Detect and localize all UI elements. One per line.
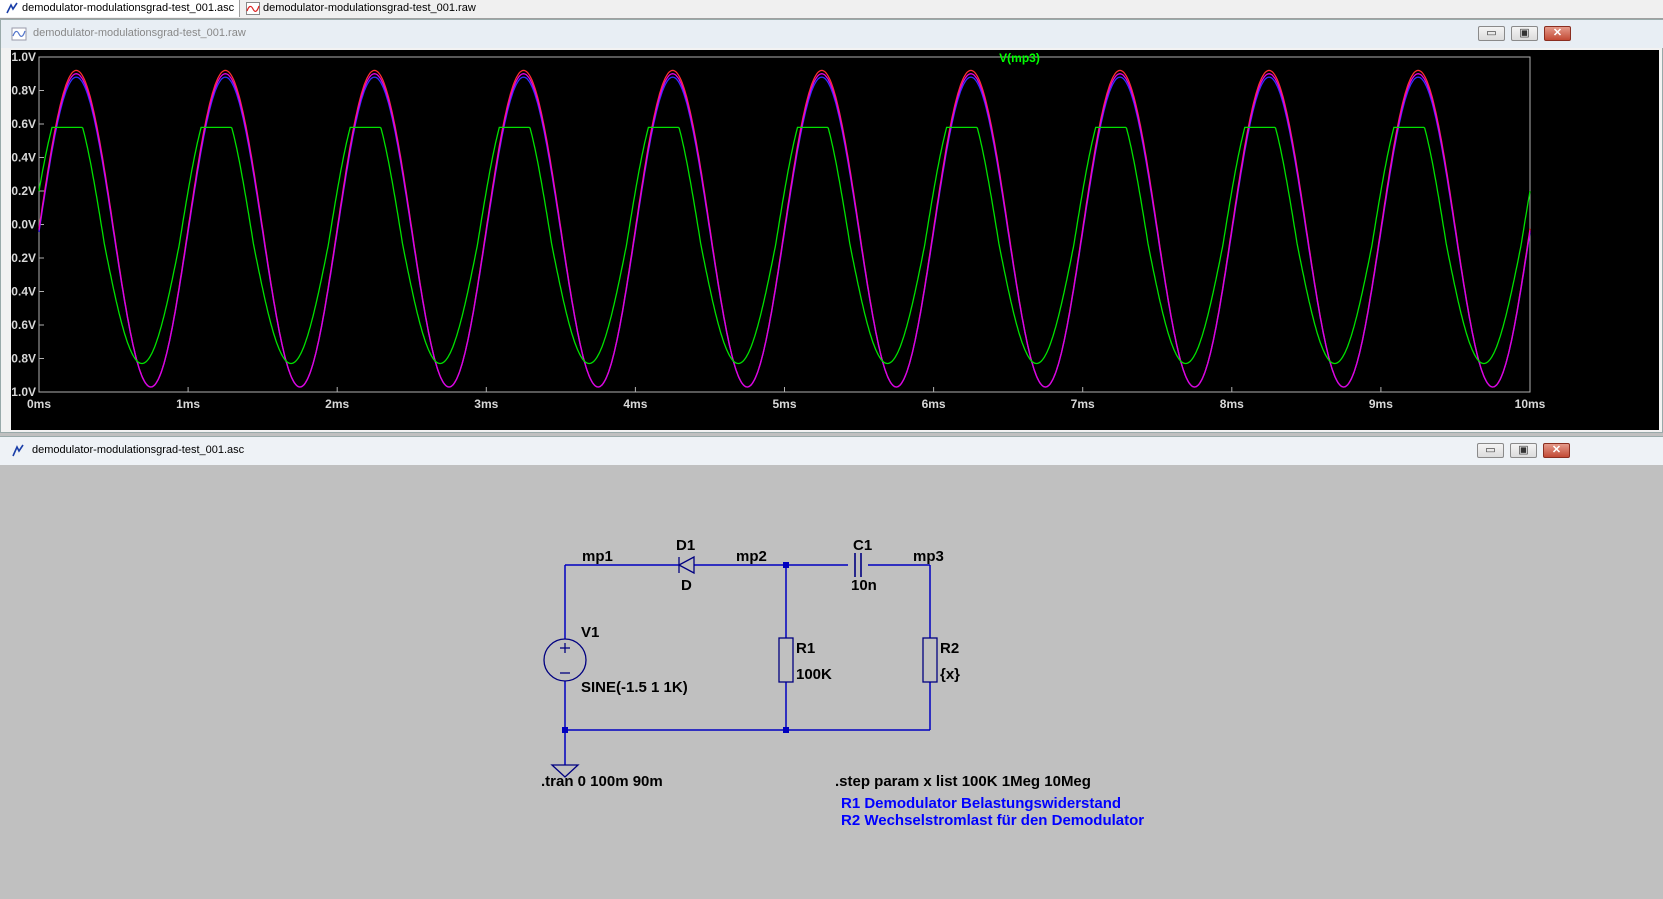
tab-label: demodulator-modulationsgrad-test_001.raw (263, 2, 476, 14)
minimize-icon: ▭ (1485, 444, 1496, 456)
restore-button[interactable]: ▣ (1510, 443, 1537, 458)
schematic-window-titlebar[interactable]: demodulator-modulationsgrad-test_001.asc… (0, 437, 1663, 465)
waveform-window-titlebar[interactable]: demodulator-modulationsgrad-test_001.raw… (1, 20, 1663, 48)
ground-symbol (550, 764, 580, 778)
capacitor-c1-value: 10n (851, 577, 877, 594)
schematic-window-title: demodulator-modulationsgrad-test_001.asc (32, 444, 245, 456)
waveform-window-title: demodulator-modulationsgrad-test_001.raw (33, 27, 246, 39)
schematic-svg: mp1 mp2 mp3 D1 D C1 10n V1 SINE(-1.5 1 1… (541, 537, 1144, 829)
spice-directive-tran[interactable]: .tran 0 100m 90m (541, 773, 663, 790)
close-button[interactable]: ✕ (1544, 26, 1571, 41)
x-tick-label: 4ms (623, 397, 647, 411)
comment-r2[interactable]: R2 Wechselstromlast für den Demodulator (841, 812, 1144, 829)
wire-junction (562, 727, 568, 733)
restore-button[interactable]: ▣ (1511, 26, 1538, 41)
schematic-icon (6, 2, 18, 14)
schematic-window: demodulator-modulationsgrad-test_001.asc… (0, 436, 1663, 894)
y-tick-label: 0.2V (11, 184, 36, 198)
x-tick-label: 2ms (325, 397, 349, 411)
y-tick-label: 0.0V (11, 218, 36, 232)
waveform-plot-svg: V(mp3) 1.0V 0.8V 0.6V 0.4V 0.2V 0.0V -0.2V -0.4V… (7, 50, 1546, 411)
restore-icon: ▣ (1519, 27, 1530, 39)
y-tick-label: -0.8V (11, 352, 36, 366)
tab-label: demodulator-modulationsgrad-test_001.asc (22, 2, 235, 14)
waveform-plot[interactable]: V(mp3) 1.0V 0.8V 0.6V 0.4V 0.2V 0.0V -0.2V -0.4V… (7, 50, 1659, 430)
y-tick-label: 0.4V (11, 151, 36, 165)
net-label-mp1: mp1 (582, 548, 613, 565)
y-tick-label: 0.6V (11, 117, 36, 131)
x-tick-label: 5ms (772, 397, 796, 411)
diode-d1-value: D (681, 577, 692, 594)
close-icon: ✕ (1551, 444, 1562, 456)
voltage-source-v1-name: V1 (581, 624, 599, 641)
tab-schematic[interactable]: demodulator-modulationsgrad-test_001.asc (0, 0, 240, 17)
resistor-r1[interactable] (778, 637, 794, 683)
restore-icon: ▣ (1518, 444, 1529, 456)
x-tick-label: 10ms (1515, 397, 1546, 411)
trace-title[interactable]: V(mp3) (999, 51, 1040, 65)
waveform-window: demodulator-modulationsgrad-test_001.raw… (0, 19, 1663, 433)
y-tick-label: -0.2V (11, 251, 36, 265)
trace-line-4[interactable] (38, 126, 1531, 365)
capacitor-c1[interactable] (854, 553, 862, 577)
diode-d1[interactable] (677, 555, 695, 575)
schematic-wires (564, 564, 931, 765)
x-tick-label: 6ms (922, 397, 946, 411)
net-label-mp2: mp2 (736, 548, 767, 565)
document-tab-bar: demodulator-modulationsgrad-test_001.asc… (0, 0, 1663, 19)
y-tick-label: -1.0V (11, 385, 36, 399)
minimize-button[interactable]: ▭ (1477, 443, 1504, 458)
x-tick-label: 3ms (474, 397, 498, 411)
wire-junction (783, 562, 789, 568)
resistor-r2[interactable] (922, 637, 938, 683)
diode-d1-name: D1 (676, 537, 695, 554)
x-tick-label: 8ms (1220, 397, 1244, 411)
resistor-r1-name: R1 (796, 640, 815, 657)
y-tick-label: -0.4V (11, 285, 36, 299)
voltage-source-v1-value: SINE(-1.5 1 1K) (581, 679, 688, 696)
resistor-r2-value: {x} (940, 666, 960, 683)
close-icon: ✕ (1552, 27, 1563, 39)
waveform-icon (11, 27, 27, 41)
close-button[interactable]: ✕ (1543, 443, 1570, 458)
spice-directive-step[interactable]: .step param x list 100K 1Meg 10Meg (835, 773, 1091, 790)
waveform-icon (246, 2, 260, 15)
tab-waveform[interactable]: demodulator-modulationsgrad-test_001.raw (241, 0, 476, 17)
y-tick-label: 1.0V (11, 50, 36, 64)
resistor-r1-value: 100K (796, 666, 832, 683)
y-tick-label: 0.8V (11, 84, 36, 98)
wire-junction (783, 727, 789, 733)
schematic-icon (12, 444, 24, 457)
minimize-icon: ▭ (1486, 27, 1497, 39)
trace-line-3[interactable] (38, 73, 1531, 388)
x-tick-label: 1ms (176, 397, 200, 411)
y-tick-label: -0.6V (11, 318, 36, 332)
comment-r1[interactable]: R1 Demodulator Belastungswiderstand (841, 795, 1121, 812)
x-tick-label: 9ms (1369, 397, 1393, 411)
capacitor-c1-name: C1 (853, 537, 872, 554)
minimize-button[interactable]: ▭ (1478, 26, 1505, 41)
resistor-r2-name: R2 (940, 640, 959, 657)
schematic-canvas[interactable]: mp1 mp2 mp3 D1 D C1 10n V1 SINE(-1.5 1 1… (10, 467, 1663, 894)
x-tick-label: 0ms (27, 397, 51, 411)
net-label-mp3: mp3 (913, 548, 944, 565)
voltage-source-v1[interactable] (543, 638, 587, 682)
x-tick-label: 7ms (1071, 397, 1095, 411)
